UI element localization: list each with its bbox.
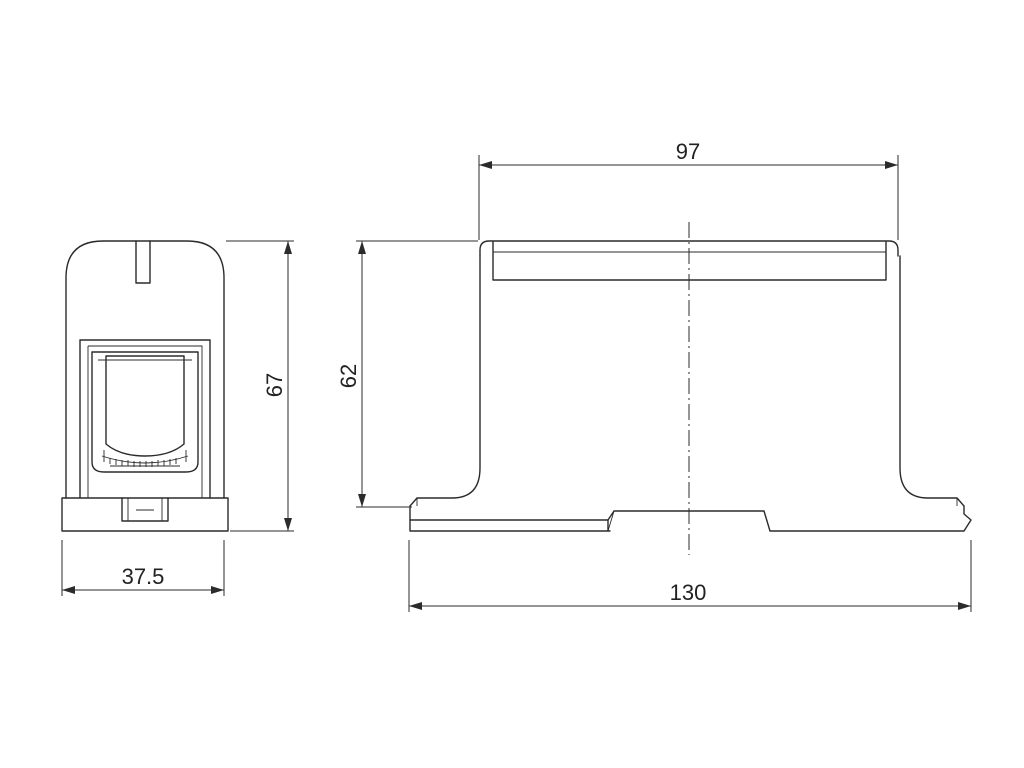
side-top-width-label: 97 [676, 139, 700, 164]
side-top-width-dimension: 97 [478, 139, 899, 240]
front-height-dimension: 67 [226, 240, 294, 532]
side-height-label: 62 [336, 364, 361, 388]
side-base-bottom [409, 519, 611, 532]
front-window-frame [79, 339, 211, 499]
side-base-width-dimension: 130 [408, 540, 972, 612]
front-bottom-screw [121, 497, 169, 522]
front-clamp-inner [105, 355, 185, 457]
side-base-width-label: 130 [670, 580, 707, 605]
front-bottom-screw-detail [127, 498, 163, 521]
front-height-label: 67 [262, 373, 287, 397]
front-clamp-cage [91, 351, 199, 473]
front-view [61, 240, 229, 532]
front-housing-outline [65, 240, 225, 499]
side-view [409, 240, 972, 532]
side-top-rail [479, 240, 899, 257]
front-clamp-serration [109, 458, 177, 467]
front-width-label: 37.5 [122, 564, 165, 589]
side-base-step [416, 498, 958, 532]
front-clamp-screw-lines [98, 359, 192, 467]
side-height-dimension: 62 [336, 240, 478, 508]
side-body-outline [409, 255, 972, 532]
front-base-plate [61, 497, 229, 532]
front-top-slot [135, 240, 151, 284]
front-window-inner [87, 345, 203, 498]
front-width-dimension: 37.5 [61, 540, 225, 596]
